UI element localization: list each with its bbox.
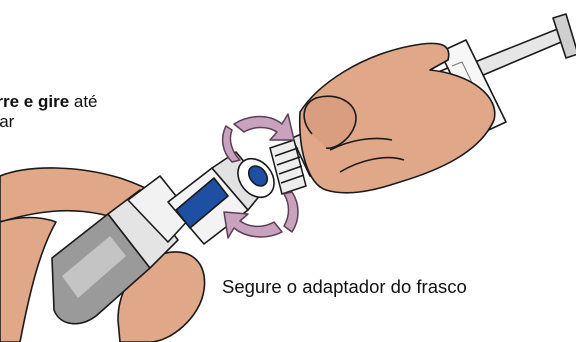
vial-cap <box>107 189 179 269</box>
threaded-collar <box>269 139 307 195</box>
instruction-bold: urre e gire <box>0 92 70 111</box>
caption-hold-adapter: Segure o adaptador do frasco <box>222 276 467 297</box>
vial <box>51 175 193 325</box>
instruction-text: urre e gire até ctar <box>0 92 98 132</box>
right-hand <box>298 42 496 194</box>
rotate-arrow-icon <box>221 113 295 163</box>
syringe-thumb-press <box>552 13 576 59</box>
instruction-line-2: ctar <box>0 112 15 131</box>
instruction-line-1: urre e gire até <box>0 92 98 111</box>
instruction-rest: até <box>69 92 98 111</box>
rotate-arrow-icon <box>223 191 299 239</box>
